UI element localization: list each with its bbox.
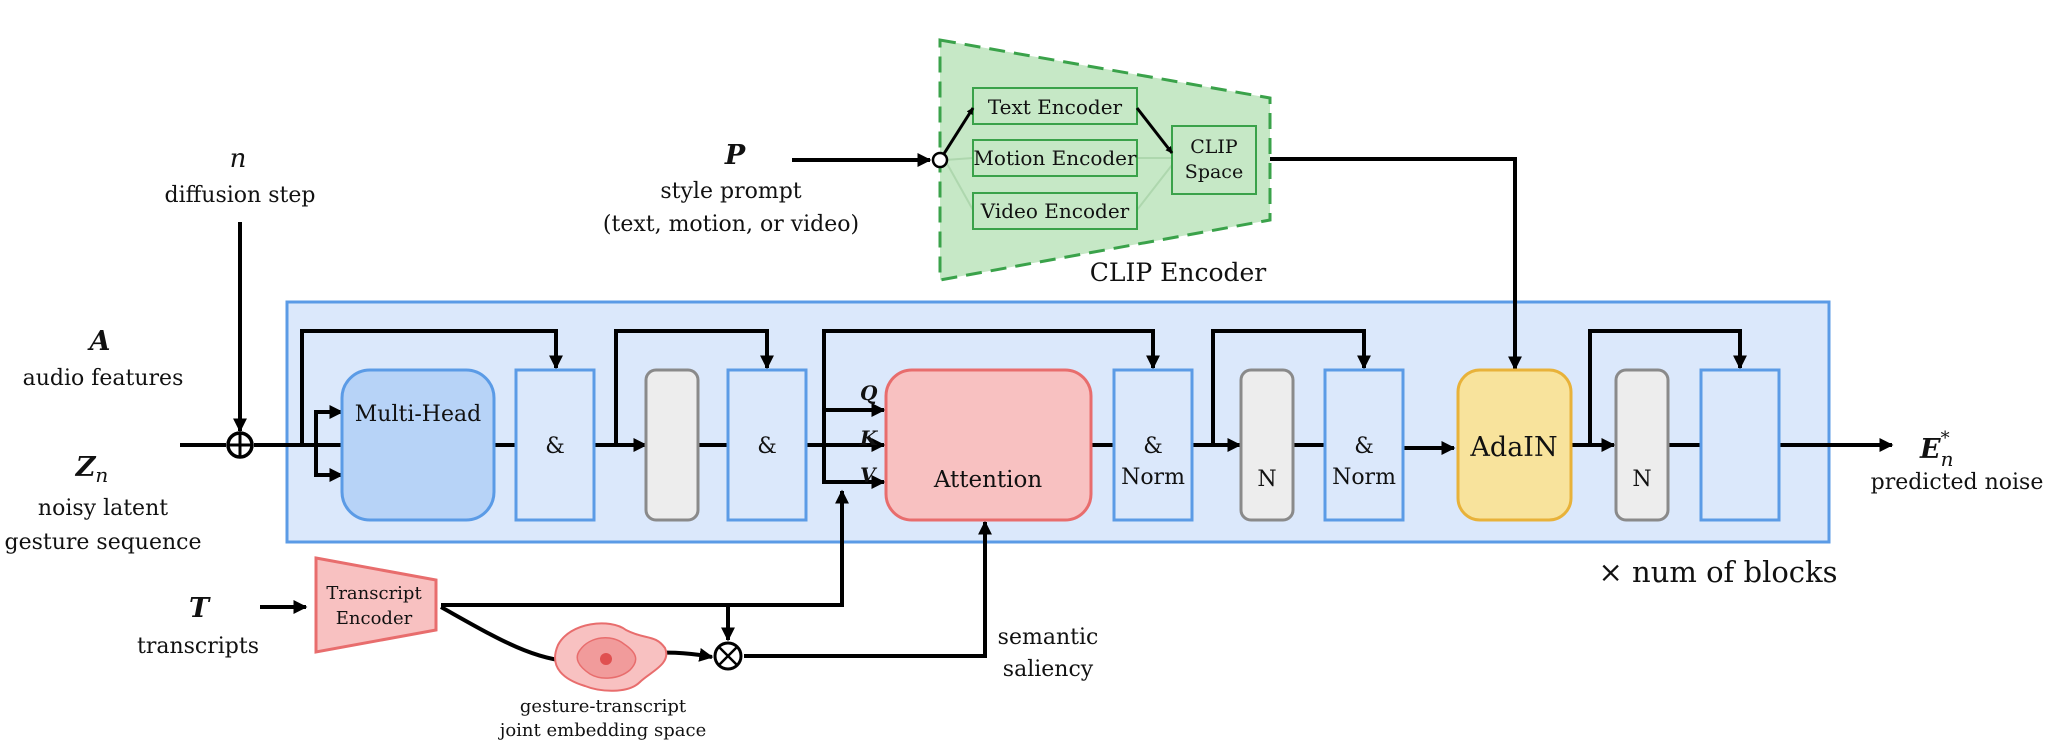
noisy-latent-label-2: gesture sequence [4,530,201,555]
output-subscript: n [1941,447,1954,471]
adain-box [1456,368,1573,522]
clip-space-box [1171,125,1257,195]
gray-layer-box [644,368,700,522]
saliency-label-1: semantic [998,625,1099,650]
add-norm-1-label-1: & [1143,434,1163,459]
attention-box [884,368,1093,522]
clip-space-label-2: Space [1185,161,1243,183]
adain-label: AdaIN [1469,432,1557,463]
num-blocks-label: × num of blocks [1599,555,1838,589]
norm-box-2-label: N [1632,467,1651,492]
multihead-box [340,368,496,522]
noisy-latent-symbol: Zn [75,452,109,487]
clip-encoder-title: CLIP Encoder [1090,258,1267,287]
prompt-junction-node [931,151,949,169]
text-encoder-label: Text Encoder [988,95,1123,119]
video-encoder-label: Video Encoder [980,199,1130,223]
clip-space-label-1: CLIP [1190,136,1238,158]
noisy-latent-label-1: noisy latent [38,496,168,521]
style-prompt-symbol: P [724,140,746,171]
text-encoder-box [972,87,1138,125]
motion-encoder-box [972,139,1138,177]
style-prompt-label-1: style prompt [660,179,801,204]
audio-label: audio features [23,366,184,391]
multihead-label: Multi-Head [355,402,481,427]
add-box-2-label: & [757,434,777,459]
style-prompt-label-2: (text, motion, or video) [603,212,859,237]
embedding-space-blob [554,622,668,692]
norm-box-2 [1614,368,1670,522]
add-norm-2-label-2: Norm [1332,465,1396,490]
key-label: K [859,426,879,450]
add-norm-box-1 [1112,368,1194,522]
output-superscript: * [1941,428,1950,449]
add-norm-box-2 [1323,368,1405,522]
clip-encoder: Text Encoder Motion Encoder Video Encode… [931,38,1272,287]
transcript-encoder-label-2: Encoder [336,608,413,629]
add-box-2 [726,368,808,522]
output-symbol-main: E [1919,434,1941,465]
embedding-space-label-2: joint embedding space [498,720,706,741]
multiply-node [713,641,743,671]
norm-box-1-label: N [1257,467,1276,492]
add-norm-1-label-2: Norm [1121,465,1185,490]
attention-label: Attention [933,467,1043,493]
saliency-label-2: saliency [1003,657,1094,682]
add-box-1 [514,368,596,522]
query-label: Q [860,381,878,405]
embedding-space-label-1: gesture-transcript [520,696,687,717]
transcripts-symbol: T [189,593,211,624]
diffusion-step-symbol: n [230,144,247,174]
norm-box-1 [1239,368,1295,522]
output-symbol: E*n [1919,428,1953,471]
connection-lines [180,153,1894,665]
add-box-1-label: & [545,434,565,459]
noisy-latent-symbol-main: Z [75,452,97,483]
video-encoder-box [972,192,1138,230]
diffusion-step-label: diffusion step [165,183,316,208]
transcript-encoder-box [314,556,438,654]
value-label: V [860,463,878,487]
audio-symbol: A [87,326,111,357]
transcripts-label: transcripts [137,634,259,659]
output-layer-box [1699,368,1781,522]
motion-encoder-label: Motion Encoder [973,146,1137,170]
transcript-encoder-label-1: Transcript [326,583,422,604]
add-norm-2-label-1: & [1354,434,1374,459]
output-label: predicted noise [1871,470,2044,495]
noisy-latent-subscript: n [95,463,108,487]
sum-node [226,431,254,459]
